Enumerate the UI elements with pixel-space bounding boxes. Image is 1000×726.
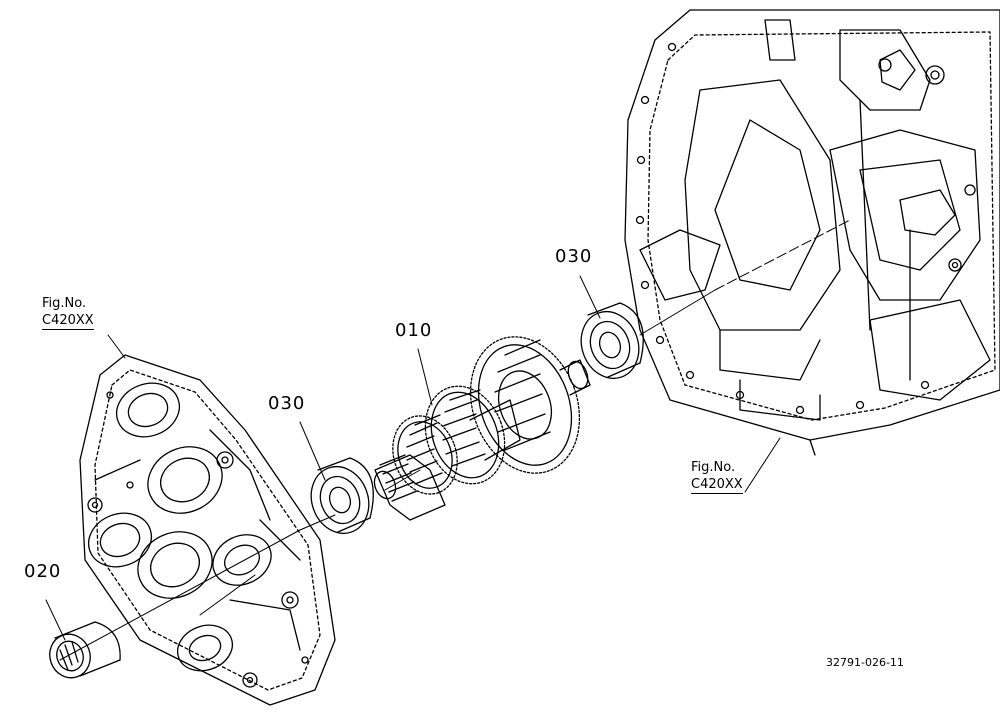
part-number-010: 010 [395,320,433,341]
leader-020 [45,599,66,641]
bearing-030-right [580,302,644,380]
part-number-020: 020 [24,561,62,582]
leader-fig-left [107,334,126,359]
leader-030-right [579,275,601,319]
fig-reference-left: Fig.No. C420XX [42,295,94,330]
drawing-code: 32791-026-11 [826,656,904,669]
leader-lines [45,275,781,641]
fig-reference-left-line1: Fig.No. [42,296,87,311]
transmission-case-housing [624,9,1000,456]
fig-reference-left-line2: C420XX [42,313,94,330]
leader-fig-right [744,437,781,493]
part-number-030-right: 030 [555,246,593,267]
leader-030-left [299,421,326,481]
fig-reference-right: Fig.No. C420XX [691,459,743,494]
bushing-020 [49,621,121,679]
assembly-axis-line [59,219,851,661]
gear-shaft-010 [373,336,591,521]
bearing-030-left [310,457,374,535]
part-number-030-left: 030 [268,393,306,414]
fig-reference-right-line2: C420XX [691,477,743,494]
leader-010 [417,348,433,406]
fig-reference-right-line1: Fig.No. [691,460,736,475]
front-cover-plate [79,354,336,706]
